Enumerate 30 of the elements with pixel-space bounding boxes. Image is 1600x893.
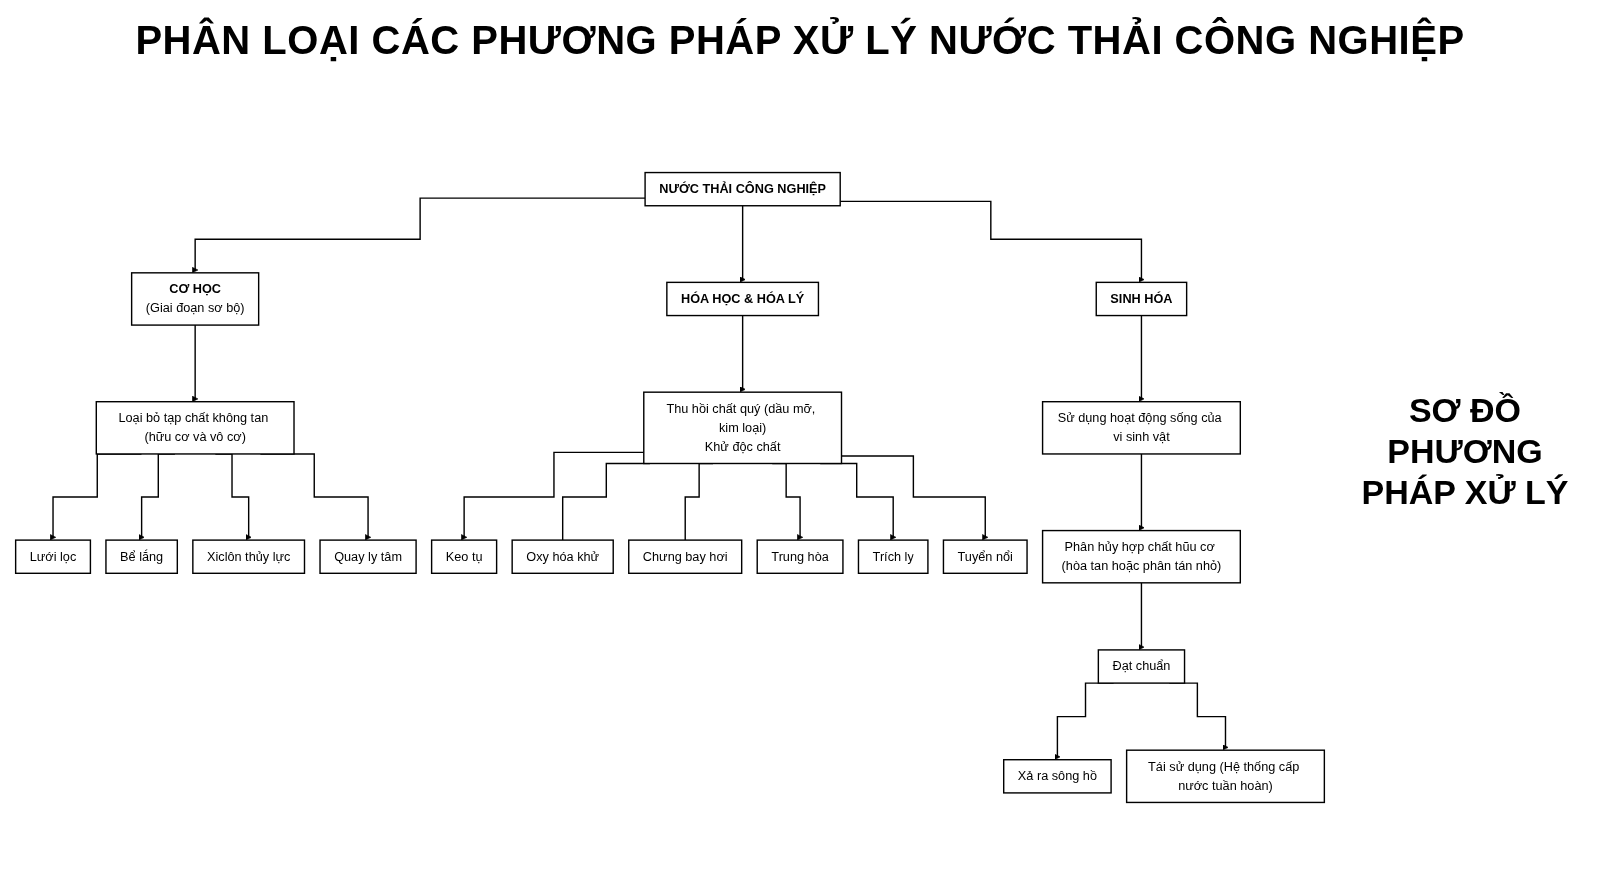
node-box: Tuyển nổi	[942, 539, 1028, 574]
node-box: Trích ly	[857, 539, 929, 574]
node-box: Đạt chuẩn	[1097, 649, 1186, 684]
node-box: Xả ra sông hồ	[1003, 759, 1112, 794]
node-box: HÓA HỌC & HÓA LÝ	[666, 281, 820, 317]
arrow	[739, 314, 746, 393]
node-box: Trung hòa	[756, 539, 844, 574]
node-box: Quay ly tâm	[319, 539, 417, 574]
node-box: NƯỚC THẢI CÔNG NGHIỆP	[644, 171, 841, 207]
arrow	[739, 205, 746, 283]
arrow	[1138, 314, 1145, 402]
side-heading: SƠ ĐỒ PHƯƠNG PHÁP XỬ LÝ	[1360, 390, 1570, 513]
node-box: Chưng bay hơi	[628, 539, 743, 574]
arrow	[1138, 582, 1145, 651]
node-box: Phân hủy hợp chất hũu cơ (hòa tan hoặc phân tán nhỏ)	[1041, 529, 1241, 584]
node-box: Tái sử dụng (Hệ thống cấp nước tuần hoàn)	[1125, 749, 1326, 804]
node-box: Lưới lọc	[14, 539, 92, 574]
node-box: Keo tụ	[430, 539, 498, 574]
node-box: Thu hồi chất quý (dầu mỡ, kim loại) Khử độc chất	[643, 391, 843, 465]
node-box: CƠ HỌC (Giai đoạn sơ bộ)	[130, 272, 260, 326]
node-box: Loại bỏ tạp chất không tan (hữu cơ và vô cơ)	[95, 401, 295, 455]
node-box: Xiclôn thủy lực	[192, 539, 306, 574]
arrow	[192, 197, 646, 274]
arrow	[192, 324, 199, 402]
node-box: SINH HÓA	[1095, 281, 1188, 317]
diagram-title: PHÂN LOẠI CÁC PHƯƠNG PHÁP XỬ LÝ NƯỚC THẢI CÔNG NGHIỆP	[135, 18, 1465, 63]
node-box: Oxy hóa khử	[511, 539, 614, 574]
node-box: Bể lắng	[105, 539, 178, 574]
node-box: Sử dụng hoạt động sống của vi sinh vật	[1041, 401, 1241, 455]
arrow	[1138, 453, 1145, 531]
